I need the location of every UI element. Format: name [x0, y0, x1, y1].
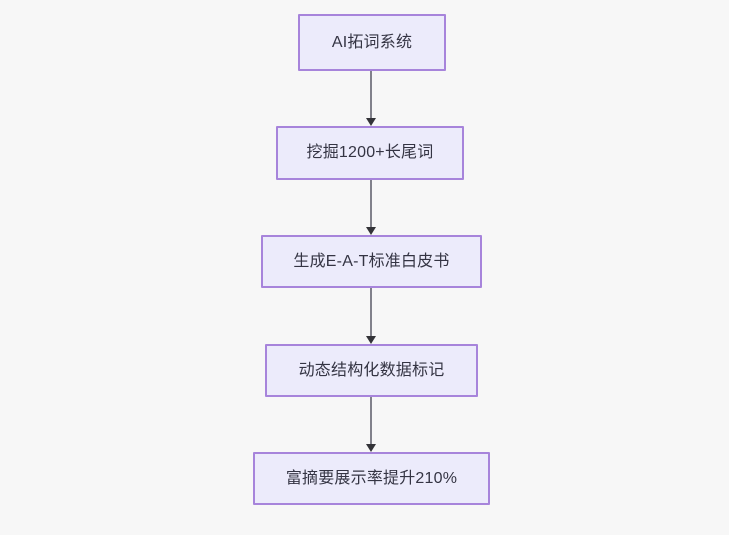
edge-line [370, 180, 372, 227]
flow-edge-n1-n2 [366, 71, 376, 126]
flow-node-n1[interactable]: AI拓词系统 [298, 14, 446, 71]
edge-line [370, 71, 372, 118]
flow-node-n3[interactable]: 生成E-A-T标准白皮书 [261, 235, 482, 288]
flow-edge-n3-n4 [366, 288, 376, 344]
flow-edge-n2-n3 [366, 180, 376, 235]
edge-line [370, 288, 372, 336]
flow-node-label: 生成E-A-T标准白皮书 [293, 252, 450, 270]
flow-node-n2[interactable]: 挖掘1200+长尾词 [276, 126, 464, 180]
flow-node-label: 挖掘1200+长尾词 [306, 144, 434, 161]
flow-node-label: AI拓词系统 [331, 33, 413, 51]
edge-line [370, 397, 372, 444]
flow-node-label: 富摘要展示率提升210% [285, 469, 458, 487]
flow-node-n5[interactable]: 富摘要展示率提升210% [253, 452, 490, 505]
edge-arrowhead [366, 444, 376, 452]
edge-arrowhead [366, 336, 376, 344]
edge-arrowhead [366, 227, 376, 235]
flow-edge-n4-n5 [366, 397, 376, 452]
flow-node-label: 动态结构化数据标记 [298, 361, 445, 379]
flow-node-n4[interactable]: 动态结构化数据标记 [265, 344, 478, 397]
edge-arrowhead [366, 118, 376, 126]
